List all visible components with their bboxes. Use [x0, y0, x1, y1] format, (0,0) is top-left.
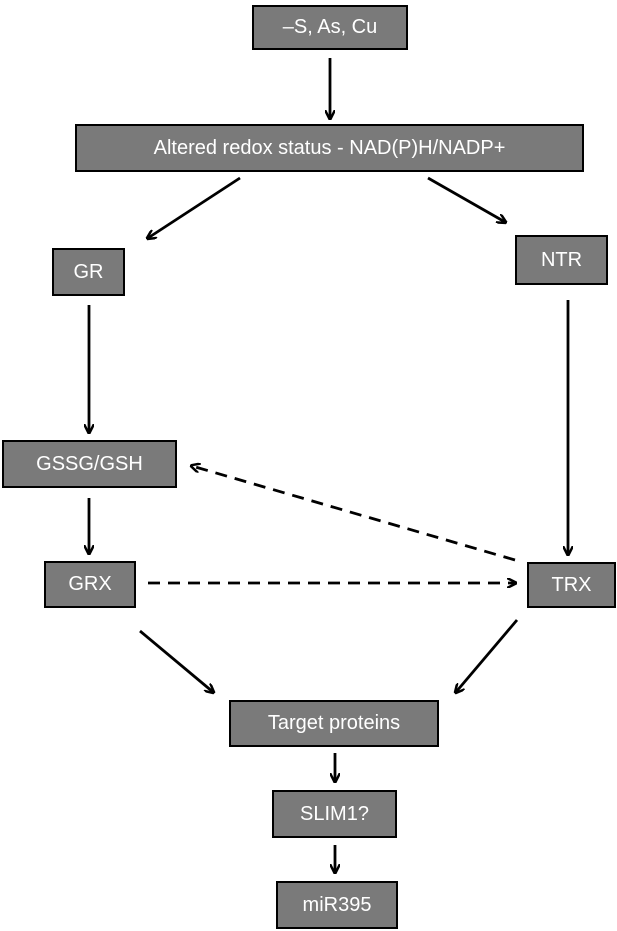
- arrow-trx-to-gssg-dashed: [192, 466, 516, 562]
- node-grx: GRX: [44, 561, 136, 608]
- node-target-proteins: Target proteins: [229, 700, 439, 747]
- node-slim1: SLIM1?: [272, 790, 397, 838]
- node-gr: GR: [52, 248, 125, 296]
- node-redox-status: Altered redox status - NAD(P)H/NADP+: [75, 124, 584, 172]
- node-inputs: –S, As, Cu: [252, 5, 408, 50]
- arrow-redox-to-ntr: [427, 176, 505, 222]
- node-gssg-gsh: GSSG/GSH: [2, 440, 177, 488]
- node-ntr: NTR: [515, 235, 608, 285]
- arrow-trx-to-target: [456, 619, 519, 692]
- node-mir395: miR395: [276, 881, 398, 929]
- node-trx: TRX: [527, 562, 616, 608]
- arrow-redox-to-gr: [148, 176, 241, 238]
- arrow-grx-to-target: [139, 629, 213, 692]
